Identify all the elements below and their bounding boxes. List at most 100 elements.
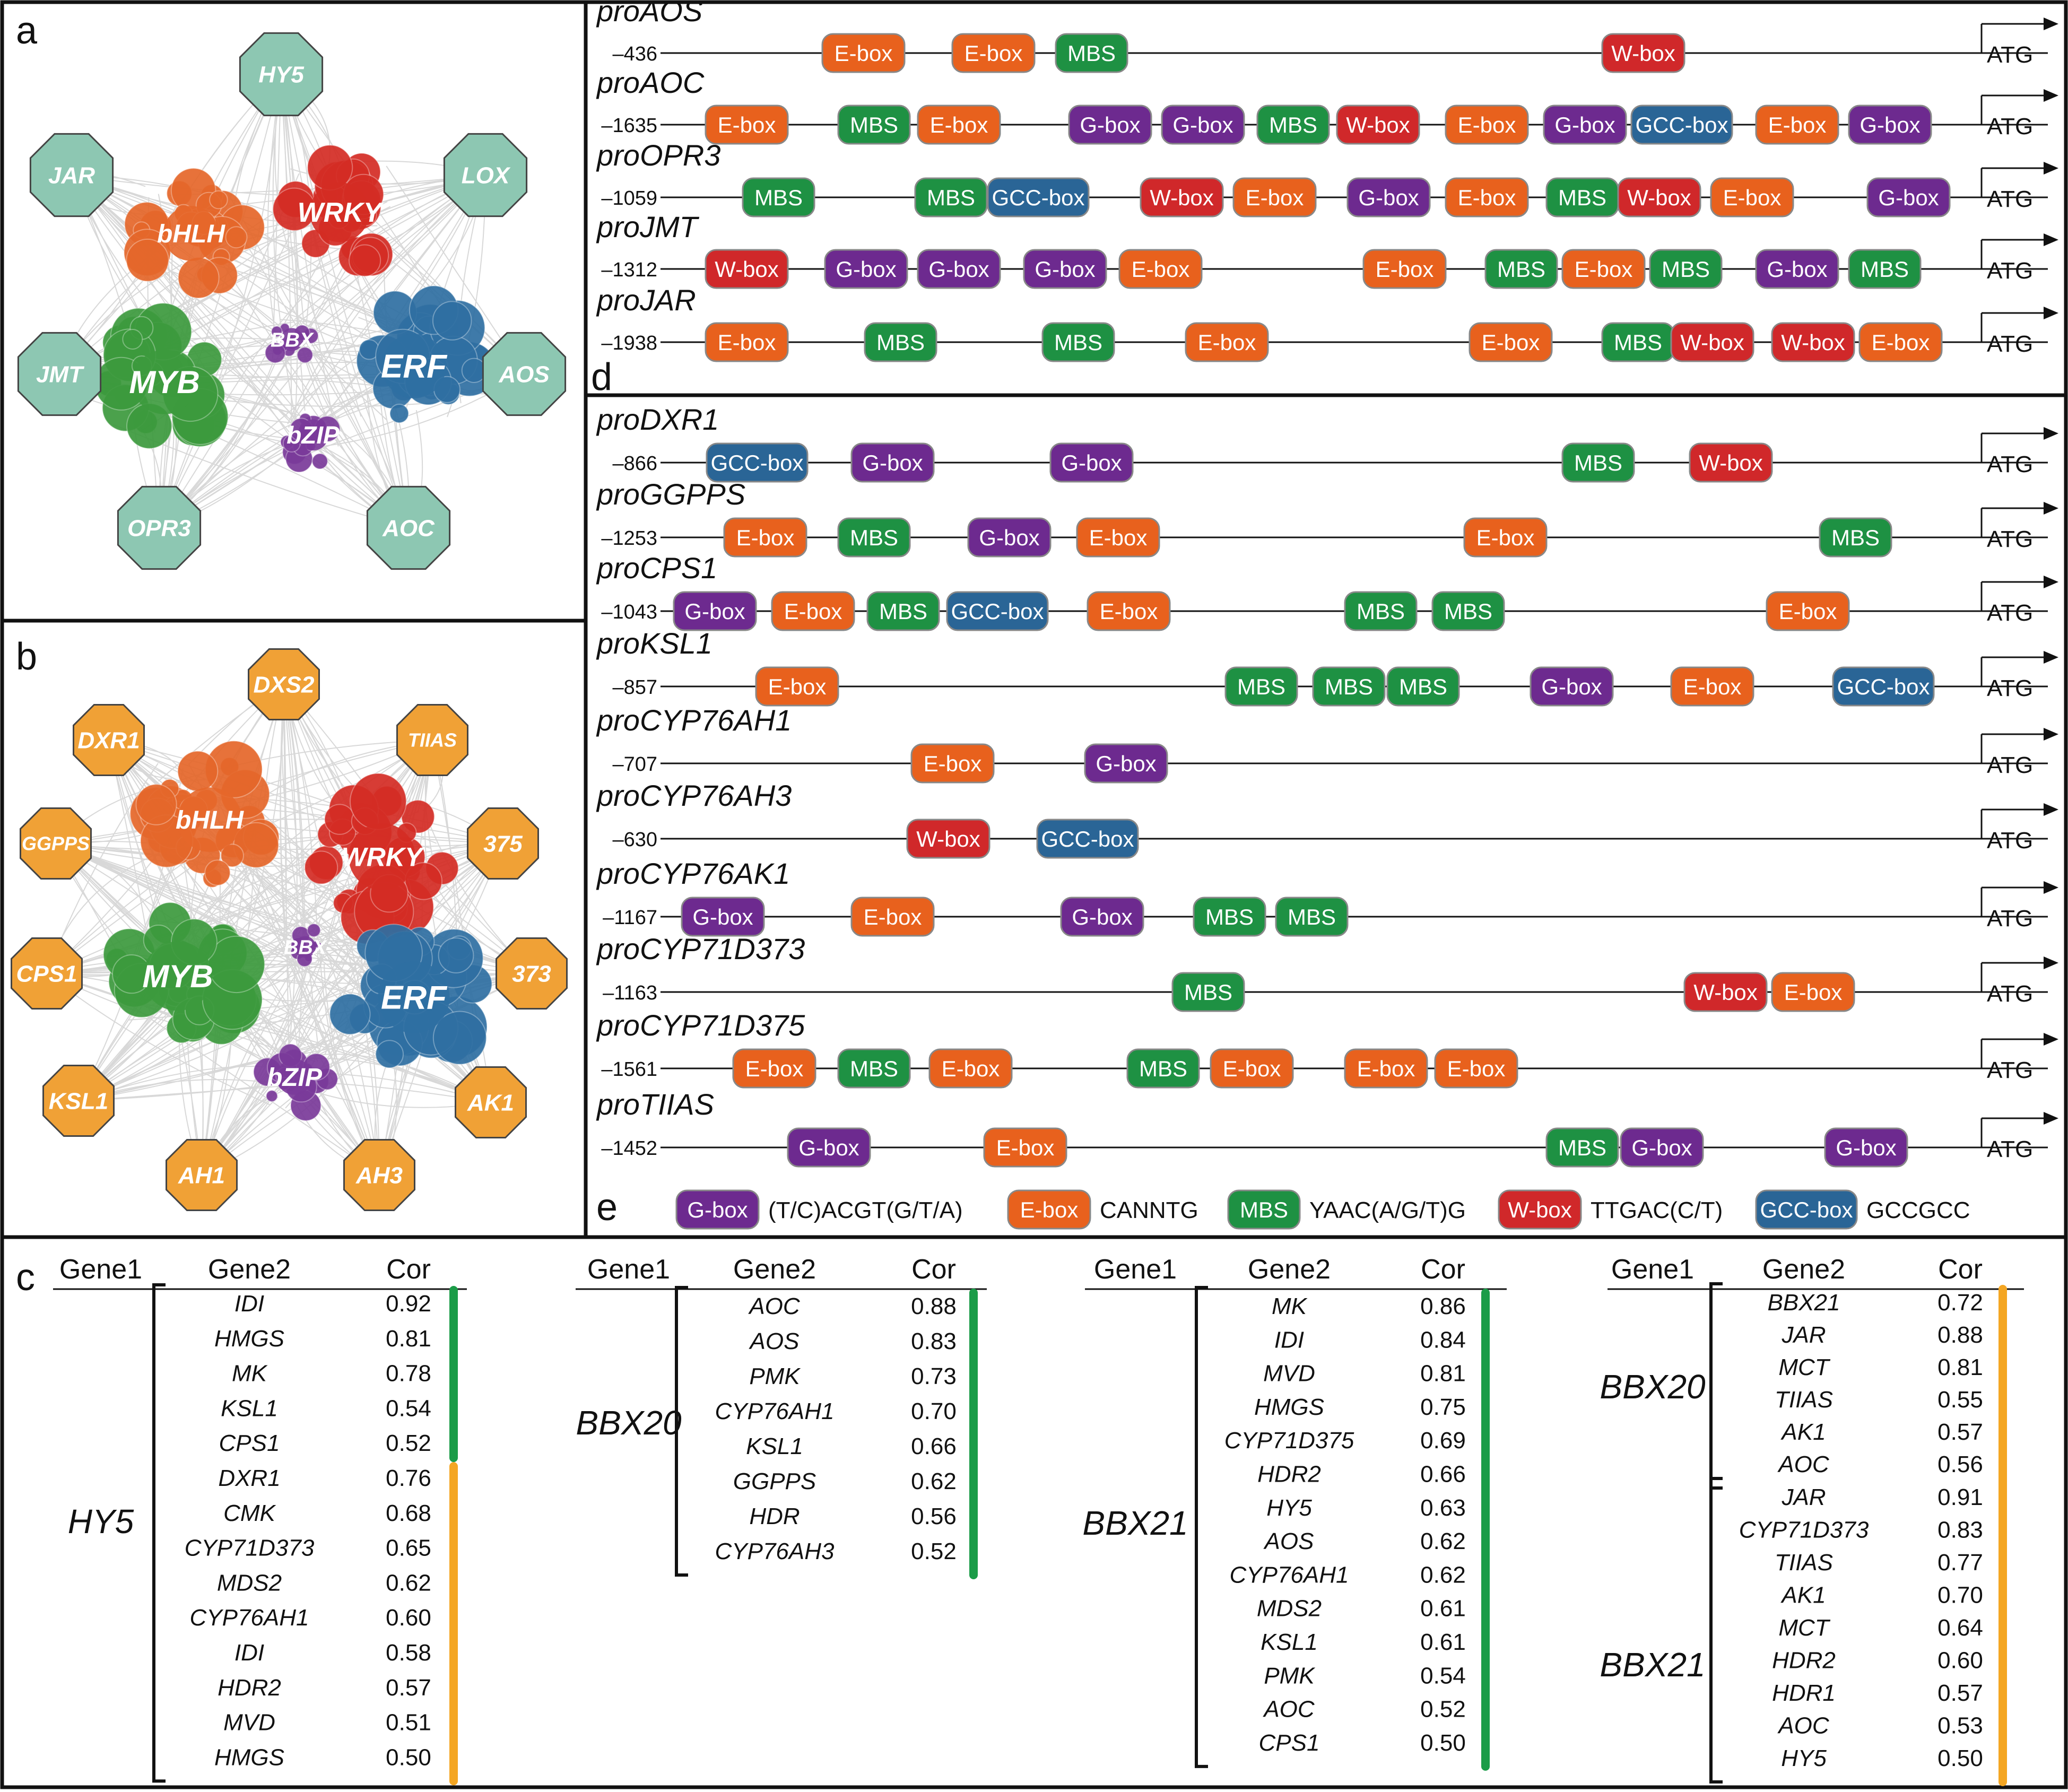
cis-element-e-box: E-box: [1670, 666, 1754, 707]
cis-element-w-box: W-box: [1601, 33, 1685, 73]
tss-arrow-icon: [2044, 576, 2058, 588]
cis-element-e-box: E-box: [928, 1048, 1013, 1089]
cor-cell: 0.83: [1937, 1517, 1983, 1543]
promoter-name: proCYP71D373: [596, 932, 805, 965]
gene2-cell: AOS: [1263, 1528, 1314, 1554]
network-edge: [287, 175, 486, 424]
atg-label: ATG: [1987, 258, 2033, 284]
cis-element-w-box: W-box: [1140, 177, 1224, 218]
cor-cell: 0.66: [1420, 1462, 1466, 1487]
tss-arrow-icon: [2044, 18, 2058, 30]
cis-element-gcc-box: GCC-box: [706, 442, 809, 483]
network-edge: [159, 221, 343, 528]
hub-label-erf: ERF: [381, 349, 448, 385]
hub-label-bzip: bZIP: [267, 1064, 323, 1092]
cis-element-label: G-box: [1172, 112, 1233, 137]
cis-element-e-box: E-box: [1771, 972, 1855, 1012]
hub-label-bbx: BBX: [284, 936, 328, 959]
gene2-cell: GGPPS: [733, 1468, 816, 1494]
legend-swatch: [1007, 1189, 1091, 1230]
cis-element-g-box: G-box: [1161, 105, 1245, 145]
header-gene1: Gene1: [59, 1254, 142, 1285]
cis-element-mbs: MBS: [1601, 322, 1675, 362]
hub-core: [280, 328, 303, 351]
hub-core: [177, 787, 242, 852]
gene2-cell: MK: [1272, 1293, 1308, 1319]
cor-cell: 0.57: [1937, 1419, 1983, 1445]
promoter-length: –436: [612, 43, 657, 65]
cis-element-w-box: W-box: [906, 819, 990, 859]
gene2-cell: KSL1: [221, 1395, 278, 1421]
target-gene-label: AOS: [498, 361, 549, 387]
cis-element-w-box: W-box: [1689, 442, 1773, 483]
gene-node: [271, 325, 283, 337]
gene-node: [264, 342, 286, 363]
group-bracket: [152, 1283, 166, 1783]
panel-label-d: d: [591, 356, 612, 398]
target-gene-label: JAR: [48, 162, 95, 188]
cis-element-label: E-box: [1779, 599, 1837, 624]
cor-cell: 0.66: [911, 1433, 957, 1459]
hub-cluster-bbx: BBX: [264, 323, 319, 363]
cis-element-g-box: G-box: [1049, 442, 1134, 483]
gene2-cell: TIIAS: [1775, 1550, 1833, 1576]
legend-sequence: (T/C)ACGT(G/T/A): [768, 1197, 963, 1223]
gene-node: [324, 804, 355, 835]
hub-core: [381, 334, 446, 398]
network-edge: [281, 74, 339, 447]
cis-element-label: W-box: [1781, 330, 1845, 355]
gene2-cell: CMK: [223, 1500, 276, 1526]
gene2-cell: HMGS: [1254, 1394, 1324, 1420]
hub-cluster-bhlh: bHLH: [129, 740, 280, 888]
hub-cluster-wrky: WRKY: [304, 772, 459, 945]
cis-element-label: MBS: [1139, 1056, 1187, 1081]
tss-arrow-icon: [2044, 728, 2058, 741]
tss-arrow-icon: [2044, 427, 2058, 440]
gene2-cell: CYP76AH3: [715, 1538, 835, 1564]
hub-label-myb: MYB: [142, 959, 213, 994]
cis-element-label: E-box: [1476, 525, 1535, 550]
cis-element-label: MBS: [1831, 525, 1880, 550]
cis-element-g-box: G-box: [1060, 897, 1144, 937]
cis-element-label: E-box: [1458, 185, 1516, 210]
cor-cell: 0.50: [386, 1744, 431, 1770]
target-gene-label: KSL1: [49, 1088, 108, 1114]
gene2-cell: CYP71D375: [1224, 1428, 1354, 1454]
gene-node: [135, 784, 177, 825]
cis-element-mbs: MBS: [1848, 249, 1922, 289]
cis-element-label: E-box: [996, 1135, 1055, 1160]
gene-node: [265, 1090, 279, 1102]
group-bracket: [1709, 1282, 1723, 1490]
legend-sequence: TTGAC(C/T): [1591, 1197, 1723, 1223]
cis-element-e-box: E-box: [1087, 591, 1171, 631]
cis-element-e-box: E-box: [705, 322, 789, 362]
cis-element-label: GCC-box: [1635, 112, 1728, 137]
cis-element-label: MBS: [1399, 674, 1447, 699]
cis-element-e-box: E-box: [1076, 517, 1160, 558]
gene-node: [297, 346, 314, 363]
legend-item: G-box(T/C)ACGT(G/T/A): [675, 1189, 963, 1230]
gene-node: [404, 862, 442, 900]
cis-element-label: E-box: [745, 1056, 804, 1081]
gene2-cell: AOC: [1777, 1451, 1830, 1477]
gene2-cell: KSL1: [746, 1433, 803, 1459]
cis-element-label: G-box: [1072, 904, 1132, 929]
cis-element-mbs: MBS: [914, 177, 988, 218]
cis-element-e-box: E-box: [1766, 591, 1850, 631]
hub-cluster-bzip: bZIP: [253, 1043, 338, 1121]
atg-label: ATG: [1987, 1057, 2033, 1083]
legend-box-label: MBS: [1240, 1197, 1288, 1222]
atg-label: ATG: [1987, 451, 2033, 477]
cis-element-mbs: MBS: [1545, 177, 1619, 218]
header-gene2: Gene2: [1762, 1254, 1845, 1285]
network-edge: [71, 175, 288, 417]
promoter-length: –1253: [601, 527, 657, 550]
hub-core: [163, 206, 219, 261]
network-edge: [166, 175, 486, 344]
promoter-name: proGGPPS: [596, 477, 745, 511]
